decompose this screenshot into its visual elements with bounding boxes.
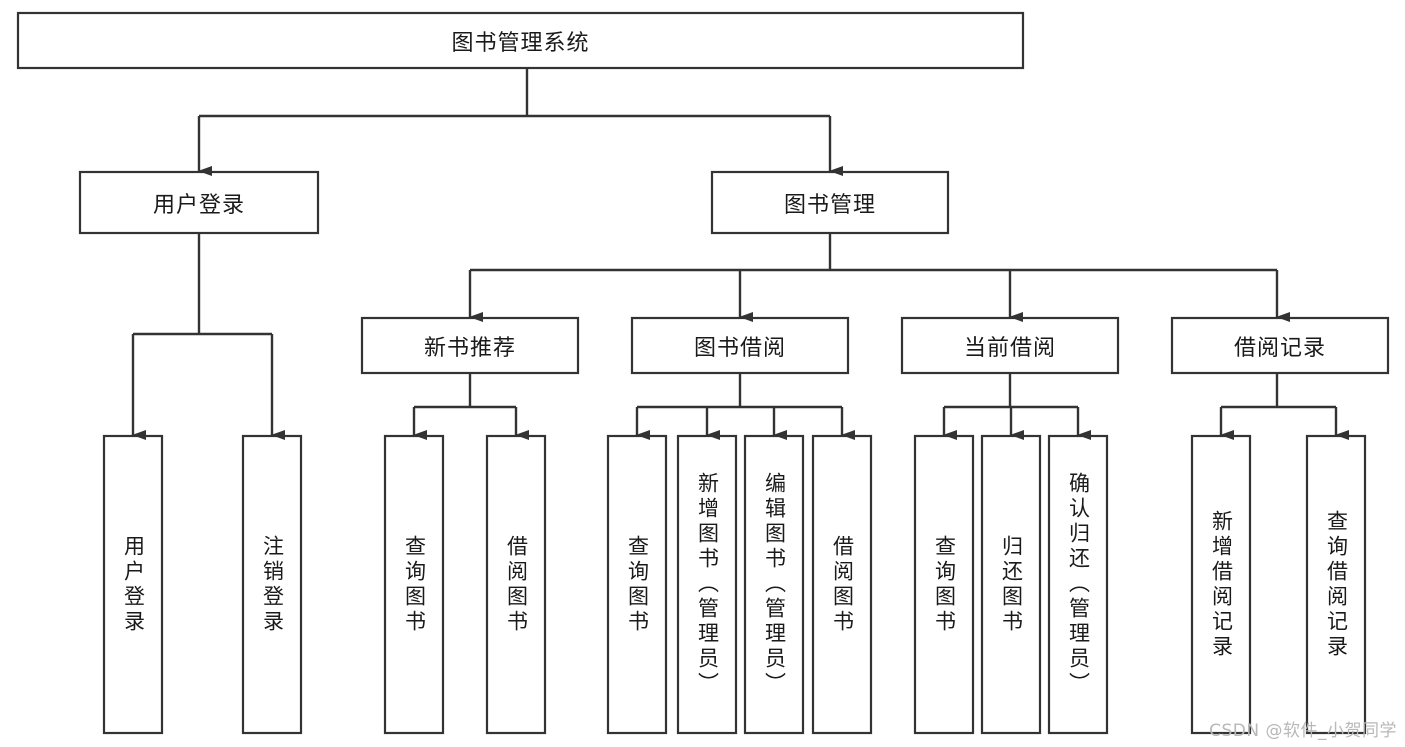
node-box-leaf-query-book-2[interactable]: [606, 434, 668, 735]
node-boxes-layer: [16, 11, 1390, 735]
node-box-book-manage[interactable]: [710, 170, 950, 235]
node-box-current-borrow[interactable]: [900, 316, 1120, 375]
node-box-leaf-add-record[interactable]: [1190, 434, 1252, 735]
node-box-leaf-edit-book[interactable]: [743, 434, 805, 735]
node-box-leaf-user-login[interactable]: [102, 434, 164, 735]
node-box-leaf-query-book-3[interactable]: [913, 434, 975, 735]
node-box-borrow-record[interactable]: [1170, 316, 1390, 375]
node-box-new-book-recommend[interactable]: [360, 316, 580, 375]
node-box-leaf-user-logout[interactable]: [241, 434, 303, 735]
node-box-leaf-query-record[interactable]: [1305, 434, 1367, 735]
connectors-layer: [131, 68, 1349, 440]
node-box-leaf-query-book-1[interactable]: [383, 434, 445, 735]
node-box-book-borrow[interactable]: [630, 316, 850, 375]
node-box-root[interactable]: [16, 11, 1025, 70]
node-box-leaf-borrow-book-2[interactable]: [811, 434, 873, 735]
node-box-leaf-confirm-return[interactable]: [1047, 434, 1109, 735]
node-box-leaf-borrow-book-1[interactable]: [485, 434, 547, 735]
node-box-leaf-add-book[interactable]: [676, 434, 738, 735]
node-box-leaf-return-book[interactable]: [980, 434, 1042, 735]
node-box-user-login[interactable]: [78, 170, 320, 235]
